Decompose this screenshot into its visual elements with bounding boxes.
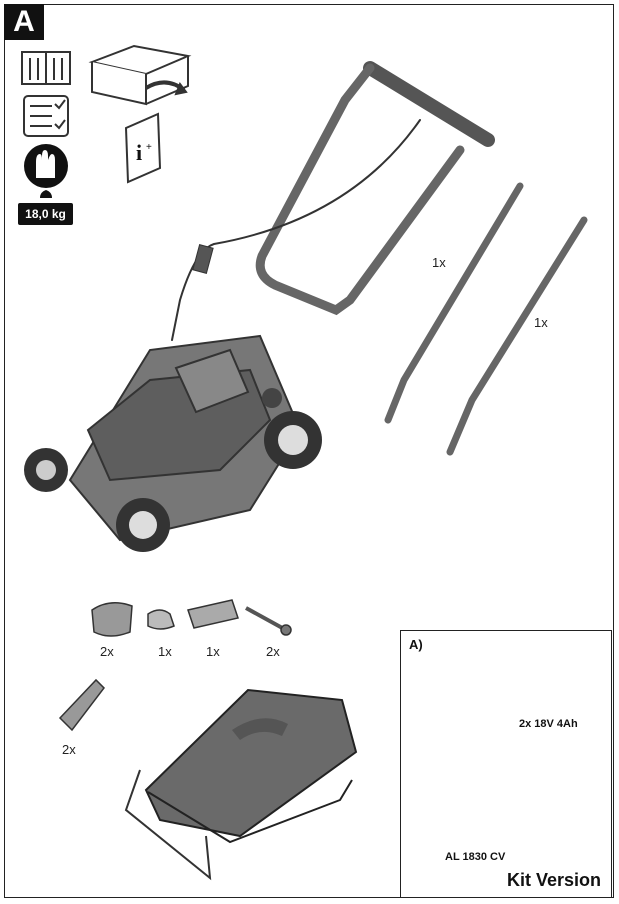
kit-title: Kit Version bbox=[506, 870, 601, 890]
box-open-icon bbox=[88, 44, 192, 106]
qty-part-pin: 2x bbox=[266, 644, 280, 659]
grass-bag-illustration bbox=[124, 688, 358, 881]
svg-text:i: i bbox=[136, 140, 142, 165]
lawn-mower-illustration bbox=[24, 334, 322, 552]
handle-upper-illustration bbox=[171, 61, 495, 341]
qty-handle-bar-right: 1x bbox=[534, 315, 548, 330]
page-frame bbox=[4, 4, 614, 898]
weight-badge: 18,0 kg bbox=[18, 203, 73, 225]
info-leaflet-icon: i + bbox=[124, 112, 162, 184]
svg-text:+: + bbox=[146, 142, 152, 153]
kit-label: A) bbox=[409, 637, 423, 652]
weight-hook-icon bbox=[40, 190, 52, 198]
checklist-icon bbox=[23, 95, 69, 137]
qty-part-cover: 2x bbox=[100, 644, 114, 659]
qty-part-clip: 1x bbox=[158, 644, 172, 659]
small-parts-illustration bbox=[58, 599, 292, 732]
charger-label: AL 1830 CV bbox=[445, 851, 506, 863]
qty-handle-bar-left: 1x bbox=[432, 255, 446, 270]
kit-version-box: A) 2x 18V 4Ah AL 1830 CV Kit Version bbox=[400, 630, 612, 898]
manual-book-icon bbox=[21, 51, 71, 85]
handle-bar-illustrations bbox=[384, 182, 588, 456]
battery-label: 2x 18V 4Ah bbox=[519, 718, 578, 730]
gloves-icon bbox=[24, 144, 68, 188]
qty-part-clamp: 2x bbox=[62, 742, 76, 757]
section-label: A bbox=[4, 4, 44, 40]
qty-part-key: 1x bbox=[206, 644, 220, 659]
